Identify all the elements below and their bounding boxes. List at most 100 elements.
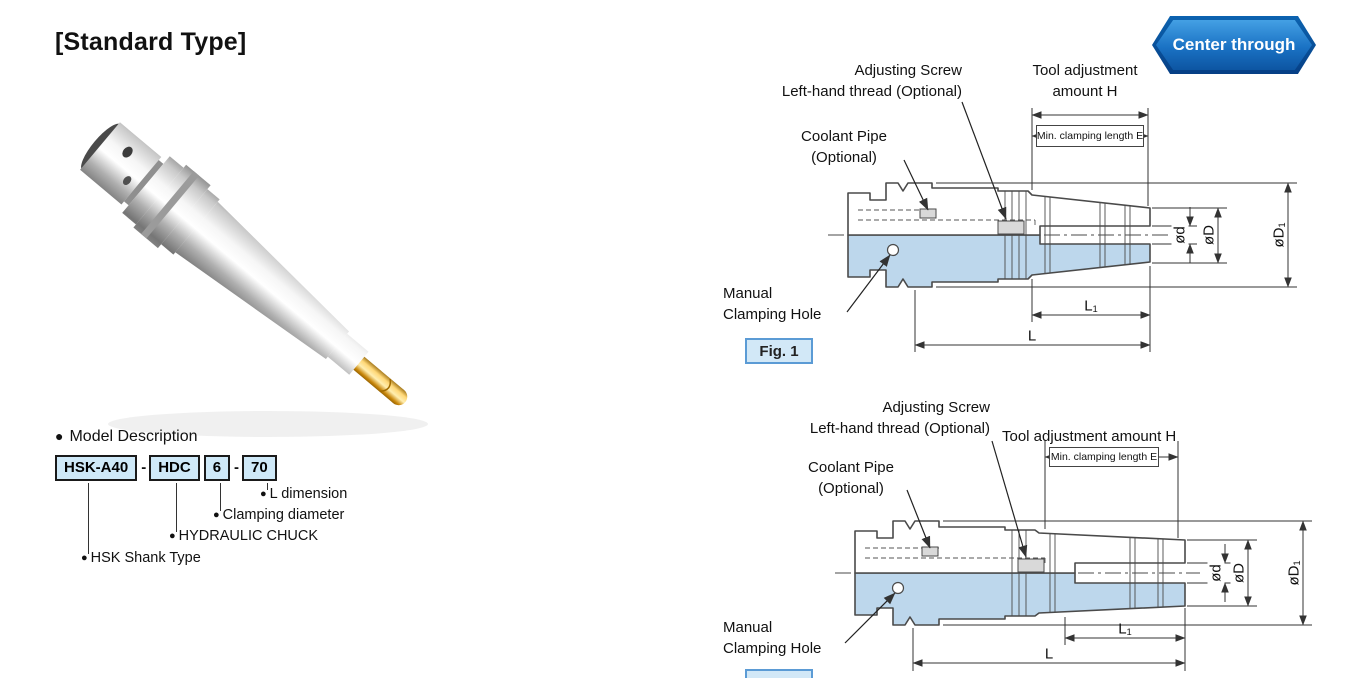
- callout-label: HSK Shank Type: [90, 550, 201, 566]
- adjusting-screw: [1017, 558, 1045, 573]
- figure-2: Adjusting Screw Left-hand thread (Option…: [700, 395, 1350, 678]
- manual-clamping-hole-label: Manual Clamping Hole: [723, 617, 821, 659]
- model-code-length: 70: [242, 455, 277, 481]
- adjusting-screw-leader: [991, 440, 1028, 558]
- adjusting-screw-label: Adjusting Screw Left-hand thread (Option…: [755, 397, 990, 439]
- manual-clamping-hole-label-line1: Manual: [723, 619, 773, 636]
- photo-shadow: [108, 411, 428, 437]
- coolant-pipe-leader: [903, 159, 929, 211]
- min-clamping-length-box: Min. clamping length E: [1049, 447, 1159, 467]
- tool-adjustment-label-line1: Tool adjustment: [1032, 62, 1138, 79]
- coolant-pipe-leader: [906, 489, 931, 549]
- center-through-label: Center through: [1172, 35, 1296, 54]
- model-description-title: Model Description: [69, 428, 198, 445]
- figure-2-drawing: [835, 440, 1312, 671]
- flute-line: [379, 378, 392, 392]
- dim-D-label: øD: [1230, 561, 1248, 585]
- dim-L-label: L: [1027, 327, 1037, 345]
- adjusting-screw-label: Adjusting Screw Left-hand thread (Option…: [740, 60, 962, 102]
- manual-clamping-hole: [891, 581, 905, 595]
- nose: [327, 333, 369, 375]
- coolant-pipe-label: Coolant Pipe (Optional): [792, 457, 910, 499]
- dim-L-label: L: [1044, 645, 1054, 663]
- tool-holder: [80, 122, 408, 406]
- bullet-icon: ●: [55, 428, 64, 444]
- dim-d-label: ød: [1171, 224, 1189, 246]
- hsk-shank: [80, 122, 162, 205]
- coolant-pipe-label: Coolant Pipe (Optional): [784, 126, 904, 168]
- shank-hole-2: [122, 176, 132, 185]
- coolant-pipe: [921, 546, 939, 557]
- coolant-pipe: [919, 208, 937, 219]
- manual-clamping-hole: [886, 243, 900, 257]
- callout-connector-diameter: [220, 483, 221, 511]
- bullet-icon: ●: [213, 509, 220, 521]
- tool-bottom-half: [847, 234, 1151, 288]
- collar: [161, 189, 220, 255]
- figure-1-drawing: [828, 101, 1297, 352]
- callout-connector-chuck: [176, 483, 177, 532]
- model-code-diameter: 6: [203, 455, 231, 481]
- groove-lines: [1011, 530, 1164, 616]
- tool-bottom-half: [854, 572, 1186, 626]
- adjusting-screw: [997, 220, 1025, 235]
- manual-hole-leader: [844, 592, 896, 644]
- manual-clamping-hole-label-line2: Clamping Hole: [723, 640, 822, 657]
- adjusting-screw-label-line2: Left-hand thread (Optional): [809, 420, 990, 437]
- leader-arrows: [846, 101, 1007, 313]
- callout-connector-l: [267, 483, 268, 490]
- manual-clamping-hole-label-line1: Manual: [723, 285, 773, 302]
- adjusting-screw-label-line1: Adjusting Screw: [882, 399, 990, 416]
- tool-adjustment-label: Tool adjustment amount H: [1018, 60, 1152, 102]
- shank-hole: [122, 146, 133, 158]
- taper-body: [175, 201, 350, 360]
- dimension-lines: [914, 108, 1297, 352]
- manual-hole-leader: [846, 254, 891, 313]
- dim-D1-label: øD₁: [1285, 558, 1303, 588]
- coolant-pipe-label-line2: (Optional): [811, 149, 877, 166]
- callout-label: HYDRAULIC CHUCK: [178, 528, 319, 544]
- adjusting-screw-label-line2: Left-hand thread (Optional): [781, 83, 962, 100]
- manual-clamping-hole-label-line2: Clamping Hole: [723, 306, 822, 323]
- bullet-icon: ●: [169, 530, 176, 542]
- min-clamping-length-box: Min. clamping length E: [1036, 125, 1144, 147]
- model-code-shank: HSK-A40: [55, 455, 138, 481]
- product-photo-graphic: [80, 122, 428, 437]
- bullet-icon: ●: [260, 488, 267, 500]
- adjusting-screw-label-line1: Adjusting Screw: [854, 62, 962, 79]
- callout-label: Clamping diameter: [222, 507, 345, 523]
- callout-connector-shank: [88, 483, 89, 554]
- center-through-badge: Center through: [1152, 16, 1316, 74]
- manual-clamping-hole-label: Manual Clamping Hole: [723, 283, 821, 325]
- dim-d-label: ød: [1207, 562, 1225, 584]
- bullet-icon: ●: [81, 552, 88, 564]
- drill-bit: [353, 356, 405, 404]
- hidden-lines: [865, 547, 1046, 563]
- adjusting-screw-leader: [961, 101, 1007, 220]
- tool-section: [847, 182, 1151, 288]
- fig2-caption-box: [745, 669, 813, 678]
- leader-arrows: [844, 440, 1028, 644]
- callout-hydraulic-chuck: ●HYDRAULIC CHUCK: [169, 528, 318, 544]
- fig1-caption-box: Fig. 1: [745, 338, 813, 364]
- dim-D-label: øD: [1200, 223, 1218, 247]
- page-title: [Standard Type]: [55, 28, 247, 56]
- figure-1: Adjusting Screw Left-hand thread (Option…: [700, 60, 1350, 390]
- ball-end: [390, 388, 408, 406]
- coolant-pipe-label-line1: Coolant Pipe: [808, 459, 894, 476]
- center-through-badge-face: Center through: [1156, 20, 1312, 70]
- product-photo: [28, 88, 498, 448]
- flange-ring: [122, 156, 184, 225]
- coolant-pipe-label-line2: (Optional): [818, 480, 884, 497]
- callout-l-dimension: ●L dimension: [260, 486, 347, 502]
- flange-groove: [141, 171, 200, 239]
- callout-label: L dimension: [269, 486, 348, 502]
- model-code-dash: -: [141, 459, 147, 476]
- model-code-dash2: -: [234, 459, 240, 476]
- hidden-lines: [858, 209, 1036, 226]
- callout-hsk-shank-type: ●HSK Shank Type: [81, 550, 201, 566]
- neck-groove: [124, 160, 164, 206]
